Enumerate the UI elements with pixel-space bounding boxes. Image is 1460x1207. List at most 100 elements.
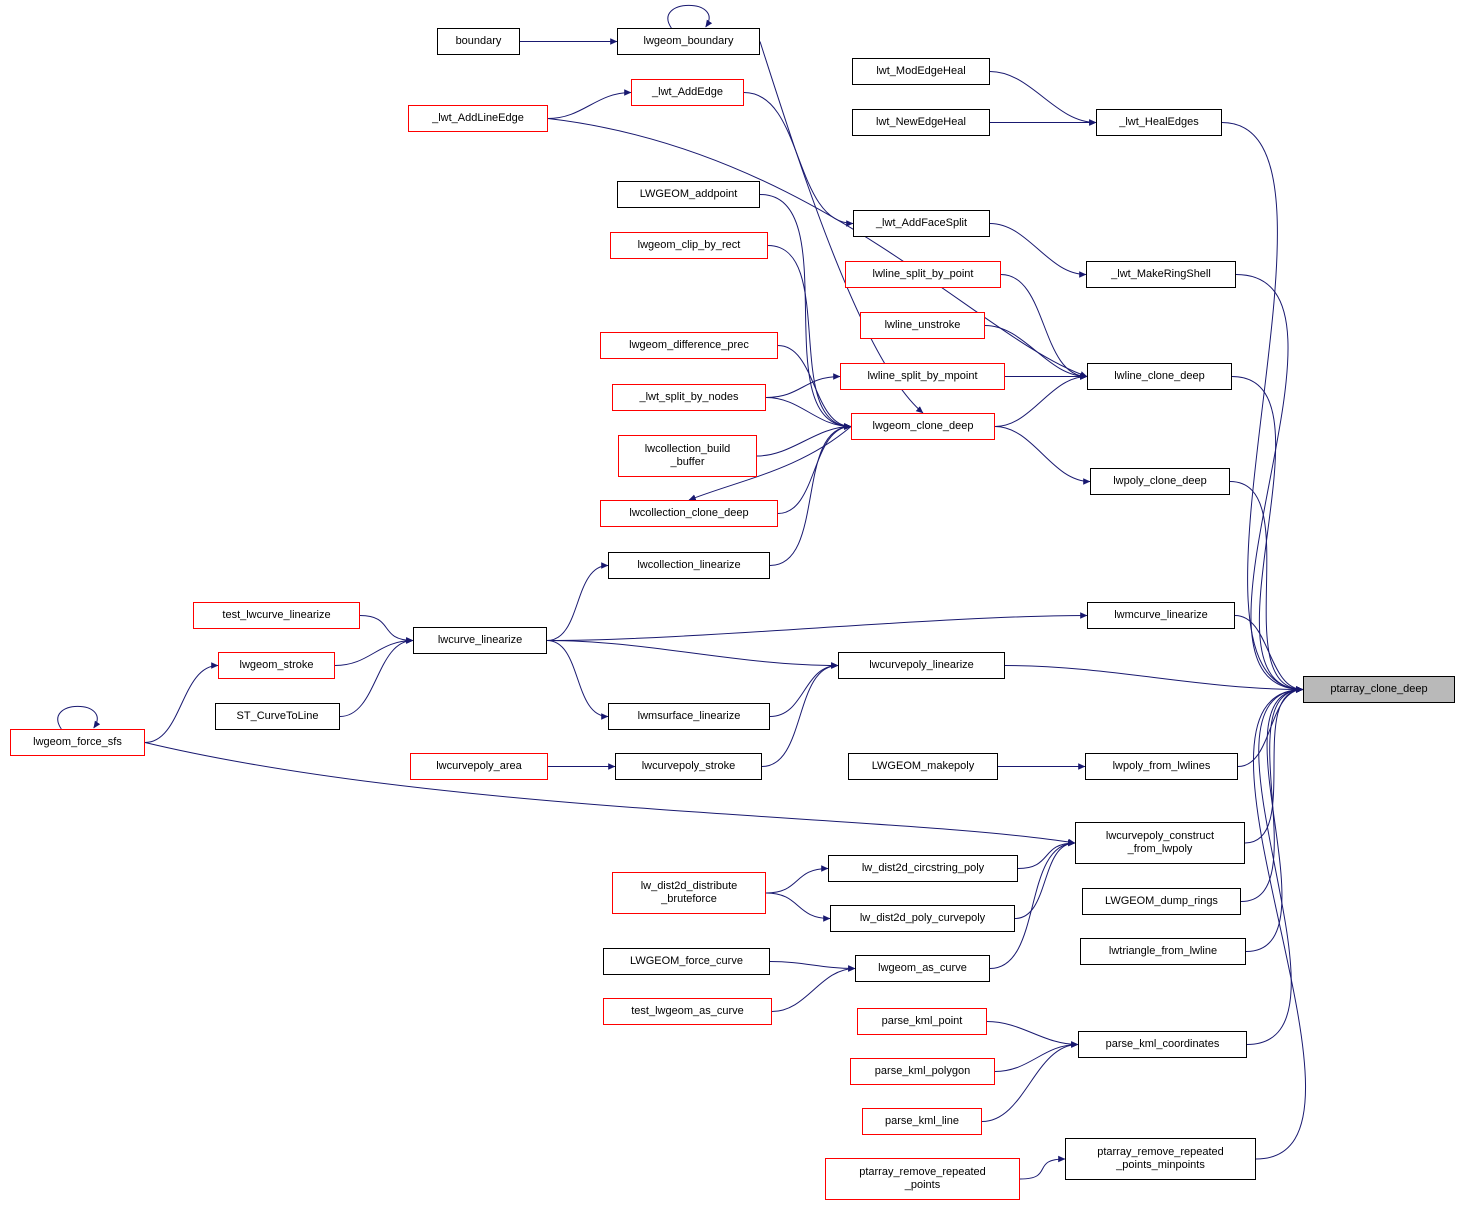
- node-lw_dist2d_poly_curvepoly[interactable]: lw_dist2d_poly_curvepoly: [830, 905, 1015, 932]
- edge-lwgeom_stroke--lwcurve_linearize: [334, 637, 414, 666]
- edge-lwt_ModEdgeHeal--_lwt_HealEdges: [989, 71, 1097, 126]
- node-label: ptarray_remove_repeated _points: [859, 1165, 986, 1191]
- node-_lwt_AddFaceSplit[interactable]: _lwt_AddFaceSplit: [853, 210, 990, 237]
- node-label: lwpoly_from_lwlines: [1112, 759, 1211, 772]
- node-label: lwtriangle_from_lwline: [1108, 944, 1218, 957]
- node-ptarray_clone_deep: ptarray_clone_deep: [1303, 676, 1455, 703]
- edge-lwline_split_by_point--lwline_clone_deep: [1000, 274, 1088, 380]
- node-parse_kml_line[interactable]: parse_kml_line: [862, 1108, 982, 1135]
- edge-_lwt_HealEdges--ptarray_clone_deep: [1221, 122, 1304, 693]
- node-test_lwcurve_linearize[interactable]: test_lwcurve_linearize: [193, 602, 360, 629]
- edge-LWGEOM_dump_rings--ptarray_clone_deep: [1240, 686, 1304, 902]
- node-lwgeom_boundary[interactable]: lwgeom_boundary: [617, 28, 760, 55]
- edge-_lwt_split_by_nodes--lwgeom_clone_deep: [765, 397, 852, 430]
- node-_lwt_split_by_nodes[interactable]: _lwt_split_by_nodes: [612, 384, 766, 411]
- node-label: LWGEOM_makepoly: [871, 759, 975, 772]
- edge-lwtriangle_from_lwline--ptarray_clone_deep: [1245, 686, 1304, 952]
- edge-lwgeom_clone_deep--lwcollection_clone_deep: [688, 426, 852, 501]
- node-ST_CurveToLine[interactable]: ST_CurveToLine: [215, 703, 340, 730]
- node-boundary[interactable]: boundary: [437, 28, 520, 55]
- node-lwline_unstroke[interactable]: lwline_unstroke: [860, 312, 985, 339]
- node-label: boundary: [455, 34, 502, 47]
- node-ptarray_remove_repeated_points_minpoints[interactable]: ptarray_remove_repeated _points_minpoint…: [1065, 1138, 1256, 1180]
- node-lwcurvepoly_linearize[interactable]: lwcurvepoly_linearize: [838, 652, 1005, 679]
- node-label: _lwt_split_by_nodes: [639, 390, 739, 403]
- node-_lwt_AddLineEdge[interactable]: _lwt_AddLineEdge: [408, 105, 548, 132]
- node-label: LWGEOM_addpoint: [639, 187, 738, 200]
- edge-lwcurvepoly_stroke--lwcurvepoly_linearize: [761, 662, 839, 767]
- node-lwline_split_by_mpoint[interactable]: lwline_split_by_mpoint: [840, 363, 1005, 390]
- edge-lwcurvepoly_linearize--ptarray_clone_deep: [1004, 665, 1304, 693]
- node-label: lw_dist2d_circstring_poly: [861, 861, 985, 874]
- node-label: LWGEOM_dump_rings: [1105, 894, 1218, 907]
- node-label: lwt_ModEdgeHeal: [876, 64, 966, 77]
- node-lwt_ModEdgeHeal[interactable]: lwt_ModEdgeHeal: [852, 58, 990, 85]
- node-label: lw_dist2d_distribute _bruteforce: [640, 879, 738, 905]
- node-LWGEOM_force_curve[interactable]: LWGEOM_force_curve: [603, 948, 770, 975]
- node-label: lwline_unstroke: [884, 318, 961, 331]
- node-label: lwgeom_as_curve: [878, 961, 967, 974]
- node-lwgeom_as_curve[interactable]: lwgeom_as_curve: [855, 955, 990, 982]
- node-parse_kml_polygon[interactable]: parse_kml_polygon: [850, 1058, 995, 1085]
- edge-_lwt_split_by_nodes--lwline_split_by_mpoint: [765, 373, 841, 398]
- node-lwgeom_clone_deep[interactable]: lwgeom_clone_deep: [851, 413, 995, 440]
- node-lw_dist2d_distribute_bruteforce[interactable]: lw_dist2d_distribute _bruteforce: [612, 872, 766, 914]
- node-lw_dist2d_circstring_poly[interactable]: lw_dist2d_circstring_poly: [828, 855, 1018, 882]
- node-LWGEOM_dump_rings[interactable]: LWGEOM_dump_rings: [1082, 888, 1241, 915]
- node-label: lwcollection_build _buffer: [644, 442, 731, 468]
- node-lwline_clone_deep[interactable]: lwline_clone_deep: [1087, 363, 1232, 390]
- edge-lwgeom_clone_deep--lwline_clone_deep: [994, 373, 1088, 427]
- node-_lwt_AddEdge[interactable]: _lwt_AddEdge: [631, 79, 744, 106]
- node-label: lwline_split_by_point: [872, 267, 974, 280]
- node-lwcollection_clone_deep[interactable]: lwcollection_clone_deep: [600, 500, 778, 527]
- node-label: lwmcurve_linearize: [1114, 608, 1208, 621]
- node-lwgeom_difference_prec[interactable]: lwgeom_difference_prec: [600, 332, 778, 359]
- node-lwline_split_by_point[interactable]: lwline_split_by_point: [845, 261, 1001, 288]
- node-lwmcurve_linearize[interactable]: lwmcurve_linearize: [1087, 602, 1235, 629]
- node-lwcurvepoly_area[interactable]: lwcurvepoly_area: [410, 753, 548, 780]
- node-label: parse_kml_point: [881, 1014, 963, 1027]
- edge-lwcurve_linearize--lwcurvepoly_linearize: [546, 640, 839, 669]
- node-label: test_lwgeom_as_curve: [631, 1004, 744, 1017]
- node-lwgeom_stroke[interactable]: lwgeom_stroke: [218, 652, 335, 679]
- node-lwcollection_build_buffer[interactable]: lwcollection_build _buffer: [618, 435, 757, 477]
- node-test_lwgeom_as_curve[interactable]: test_lwgeom_as_curve: [603, 998, 772, 1025]
- node-label: _lwt_HealEdges: [1119, 115, 1199, 128]
- node-label: lw_dist2d_poly_curvepoly: [859, 911, 986, 924]
- node-LWGEOM_makepoly[interactable]: LWGEOM_makepoly: [848, 753, 998, 780]
- edge-lwgeom_force_sfs--lwgeom_stroke: [144, 662, 219, 743]
- edge-parse_kml_polygon--parse_kml_coordinates: [994, 1041, 1079, 1072]
- edge-_lwt_AddEdge--_lwt_AddFaceSplit: [743, 92, 854, 227]
- edge-LWGEOM_addpoint--lwgeom_clone_deep: [759, 194, 852, 430]
- node-lwtriangle_from_lwline[interactable]: lwtriangle_from_lwline: [1080, 938, 1246, 965]
- edge-lwcollection_linearize--lwgeom_clone_deep: [769, 423, 852, 566]
- node-lwcurvepoly_construct_from_lwpoly[interactable]: lwcurvepoly_construct _from_lwpoly: [1075, 822, 1245, 864]
- edge-lwgeom_difference_prec--lwgeom_clone_deep: [777, 345, 852, 430]
- node-lwpoly_clone_deep[interactable]: lwpoly_clone_deep: [1090, 468, 1230, 495]
- node-label: lwcollection_linearize: [637, 558, 741, 571]
- edge-lwline_clone_deep--ptarray_clone_deep: [1231, 376, 1304, 693]
- node-_lwt_MakeRingShell[interactable]: _lwt_MakeRingShell: [1086, 261, 1236, 288]
- edge-lwline_unstroke--lwline_clone_deep: [984, 325, 1088, 380]
- node-lwgeom_force_sfs[interactable]: lwgeom_force_sfs: [10, 729, 145, 756]
- node-lwt_NewEdgeHeal[interactable]: lwt_NewEdgeHeal: [852, 109, 990, 136]
- node-label: ptarray_remove_repeated _points_minpoint…: [1097, 1145, 1224, 1171]
- edge-lwgeom_boundary--lwgeom_boundary: [667, 4, 713, 29]
- node-LWGEOM_addpoint[interactable]: LWGEOM_addpoint: [617, 181, 760, 208]
- node-lwpoly_from_lwlines[interactable]: lwpoly_from_lwlines: [1085, 753, 1238, 780]
- node-_lwt_HealEdges[interactable]: _lwt_HealEdges: [1096, 109, 1222, 136]
- node-lwcurvepoly_stroke[interactable]: lwcurvepoly_stroke: [615, 753, 762, 780]
- edge-lwmcurve_linearize--ptarray_clone_deep: [1234, 615, 1304, 693]
- edge-lw_dist2d_poly_curvepoly--lwcurvepoly_construct_from_lwpoly: [1014, 839, 1076, 919]
- node-parse_kml_point[interactable]: parse_kml_point: [857, 1008, 987, 1035]
- node-ptarray_remove_repeated_points[interactable]: ptarray_remove_repeated _points: [825, 1158, 1020, 1200]
- node-parse_kml_coordinates[interactable]: parse_kml_coordinates: [1078, 1031, 1247, 1058]
- node-label: lwline_split_by_mpoint: [867, 369, 978, 382]
- node-lwcurve_linearize[interactable]: lwcurve_linearize: [413, 627, 547, 654]
- node-label: lwcurvepoly_area: [436, 759, 522, 772]
- node-lwgeom_clip_by_rect[interactable]: lwgeom_clip_by_rect: [610, 232, 768, 259]
- node-lwmsurface_linearize[interactable]: lwmsurface_linearize: [608, 703, 770, 730]
- node-lwcollection_linearize[interactable]: lwcollection_linearize: [608, 552, 770, 579]
- edge-_lwt_AddFaceSplit--_lwt_MakeRingShell: [989, 223, 1087, 278]
